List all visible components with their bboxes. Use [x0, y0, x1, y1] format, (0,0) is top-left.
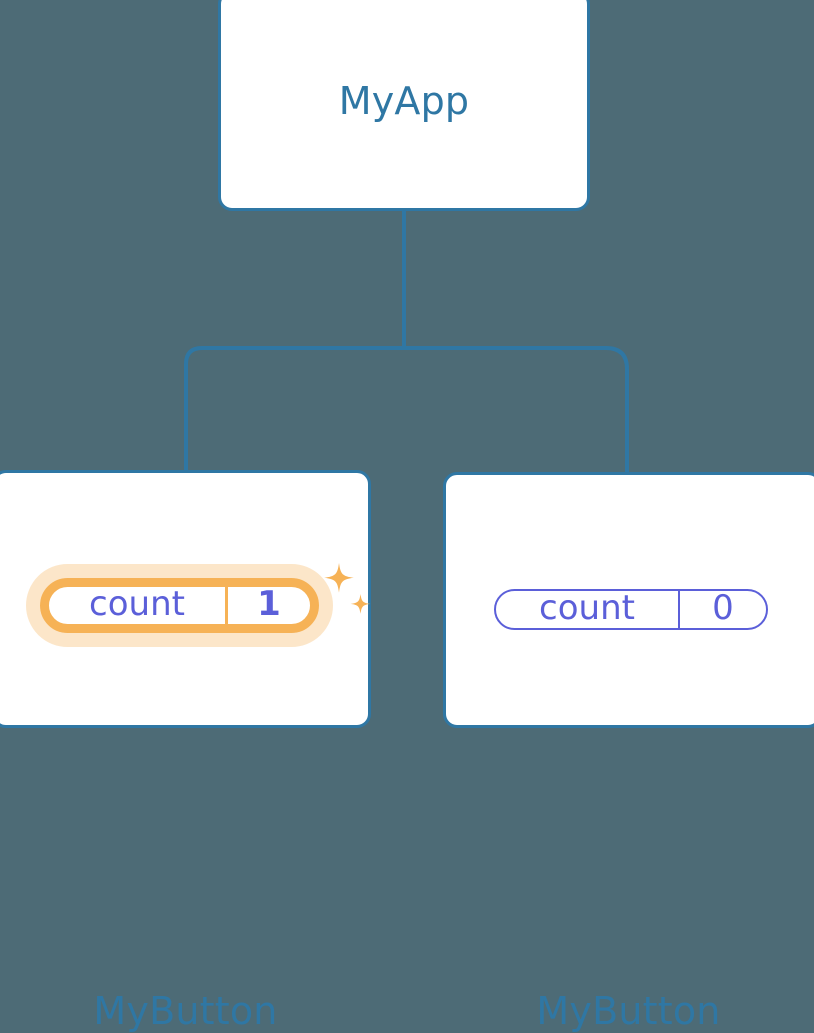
state-pill-left-value: 1	[225, 587, 310, 624]
state-pill-right-value: 0	[678, 591, 766, 628]
node-mybutton-right-label: MyButton	[536, 989, 721, 1033]
edge-bus	[184, 346, 629, 476]
state-pill-left[interactable]: count 1	[26, 564, 333, 647]
state-pill-left-body[interactable]: count 1	[40, 578, 319, 633]
state-pill-right-key: count	[539, 588, 635, 628]
node-myapp[interactable]: MyApp	[218, 0, 590, 211]
state-pill-left-key: count	[89, 584, 185, 624]
state-pill-right-body[interactable]: count 0	[494, 589, 768, 630]
node-myapp-label: MyApp	[338, 79, 470, 123]
state-pill-glow	[26, 564, 333, 647]
state-pill-right[interactable]: count 0	[494, 589, 768, 630]
node-mybutton-left-label: MyButton	[93, 989, 278, 1033]
